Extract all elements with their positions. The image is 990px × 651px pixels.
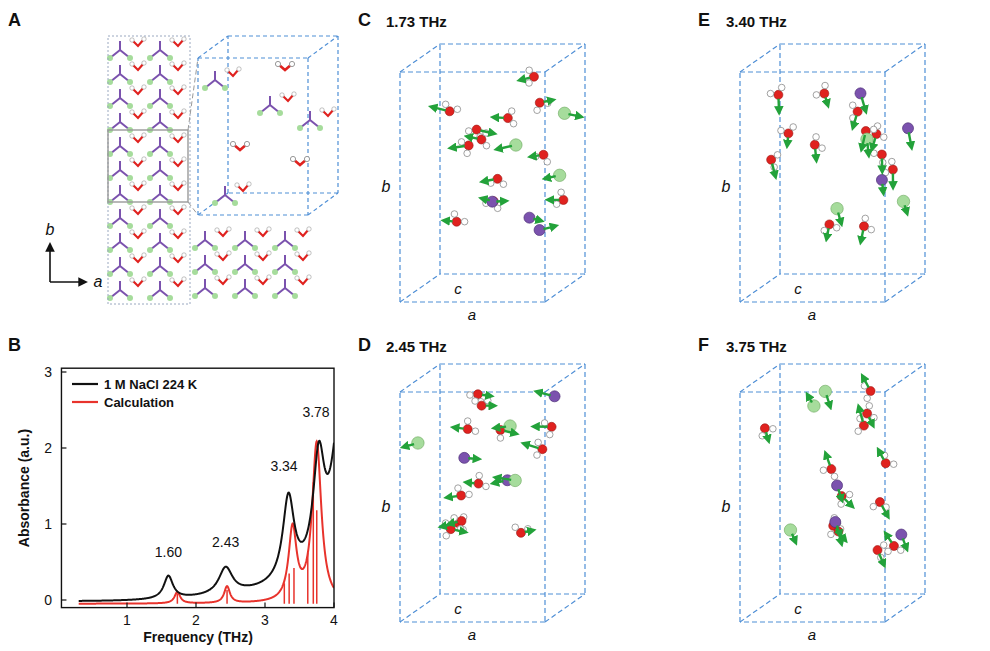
- peak-label: 3.78: [302, 405, 329, 419]
- axis-letter: c: [454, 281, 462, 296]
- spectrum-chart: [61, 368, 334, 607]
- tick-label: 4: [330, 613, 338, 627]
- axis-letter: a: [468, 627, 476, 642]
- mode-frequency: 1.73 THz: [386, 14, 447, 29]
- mode-stick: [177, 593, 179, 604]
- mode-stick: [316, 510, 318, 603]
- panel-letter: D: [358, 336, 371, 354]
- panel-letter: C: [358, 11, 371, 29]
- axis-letter: c: [794, 281, 802, 296]
- axis-letter: a: [808, 627, 816, 642]
- tick-label: 1: [123, 613, 131, 627]
- mode-stick: [288, 573, 290, 603]
- tick-label: 1: [44, 517, 52, 531]
- legend-text: Calculation: [104, 396, 174, 409]
- mode-frequency: 3.40 THz: [726, 14, 787, 29]
- panel-letter: E: [698, 11, 710, 29]
- tick-label: 2: [44, 441, 52, 455]
- legend-samples: [72, 384, 98, 402]
- peak-label: 1.60: [155, 545, 182, 559]
- unit-cell-mode: [740, 364, 925, 622]
- legend-line-sample: [72, 401, 98, 403]
- panel-letter: F: [698, 336, 709, 354]
- mode-frequency: 3.75 THz: [726, 339, 787, 354]
- plot-frame: [61, 368, 334, 607]
- axis-title: Frequency (THz): [143, 630, 253, 644]
- axis-letter: b: [382, 499, 391, 515]
- measured-curve: [79, 441, 334, 601]
- mode-stick: [226, 590, 228, 604]
- calc-curve: [79, 441, 334, 603]
- unit-cell-mode: [400, 364, 585, 622]
- mode-frequency: 2.45 THz: [386, 339, 447, 354]
- tick-label: 0: [44, 593, 52, 607]
- panel-letter: B: [8, 336, 21, 354]
- unit-cell-mode: [400, 44, 585, 302]
- crystal-lattice: [50, 36, 338, 304]
- mode-stick: [284, 583, 286, 604]
- tick-label: 2: [192, 613, 200, 627]
- axis-letter: b: [722, 179, 731, 195]
- legend-line-sample: [72, 383, 98, 385]
- axis-letter: a: [468, 307, 476, 322]
- axis-letter: a: [94, 274, 103, 290]
- axis-letter: c: [794, 601, 802, 616]
- peak-label: 2.43: [212, 535, 239, 549]
- axis-letter: b: [46, 222, 55, 238]
- tick-label: 3: [261, 613, 269, 627]
- panel-letter: A: [8, 11, 21, 29]
- axis-letter: b: [382, 179, 391, 195]
- peak-label: 3.34: [270, 459, 297, 473]
- axis-letter: a: [808, 307, 816, 322]
- mode-stick: [293, 568, 295, 604]
- tick-label: 3: [44, 365, 52, 379]
- axis-letter: b: [722, 499, 731, 515]
- legend-text: 1 M NaCl 224 K: [104, 378, 197, 391]
- unit-cell-mode: [740, 44, 925, 302]
- axis-letter: c: [454, 601, 462, 616]
- axis-title: Absorbance (a.u.): [17, 429, 31, 547]
